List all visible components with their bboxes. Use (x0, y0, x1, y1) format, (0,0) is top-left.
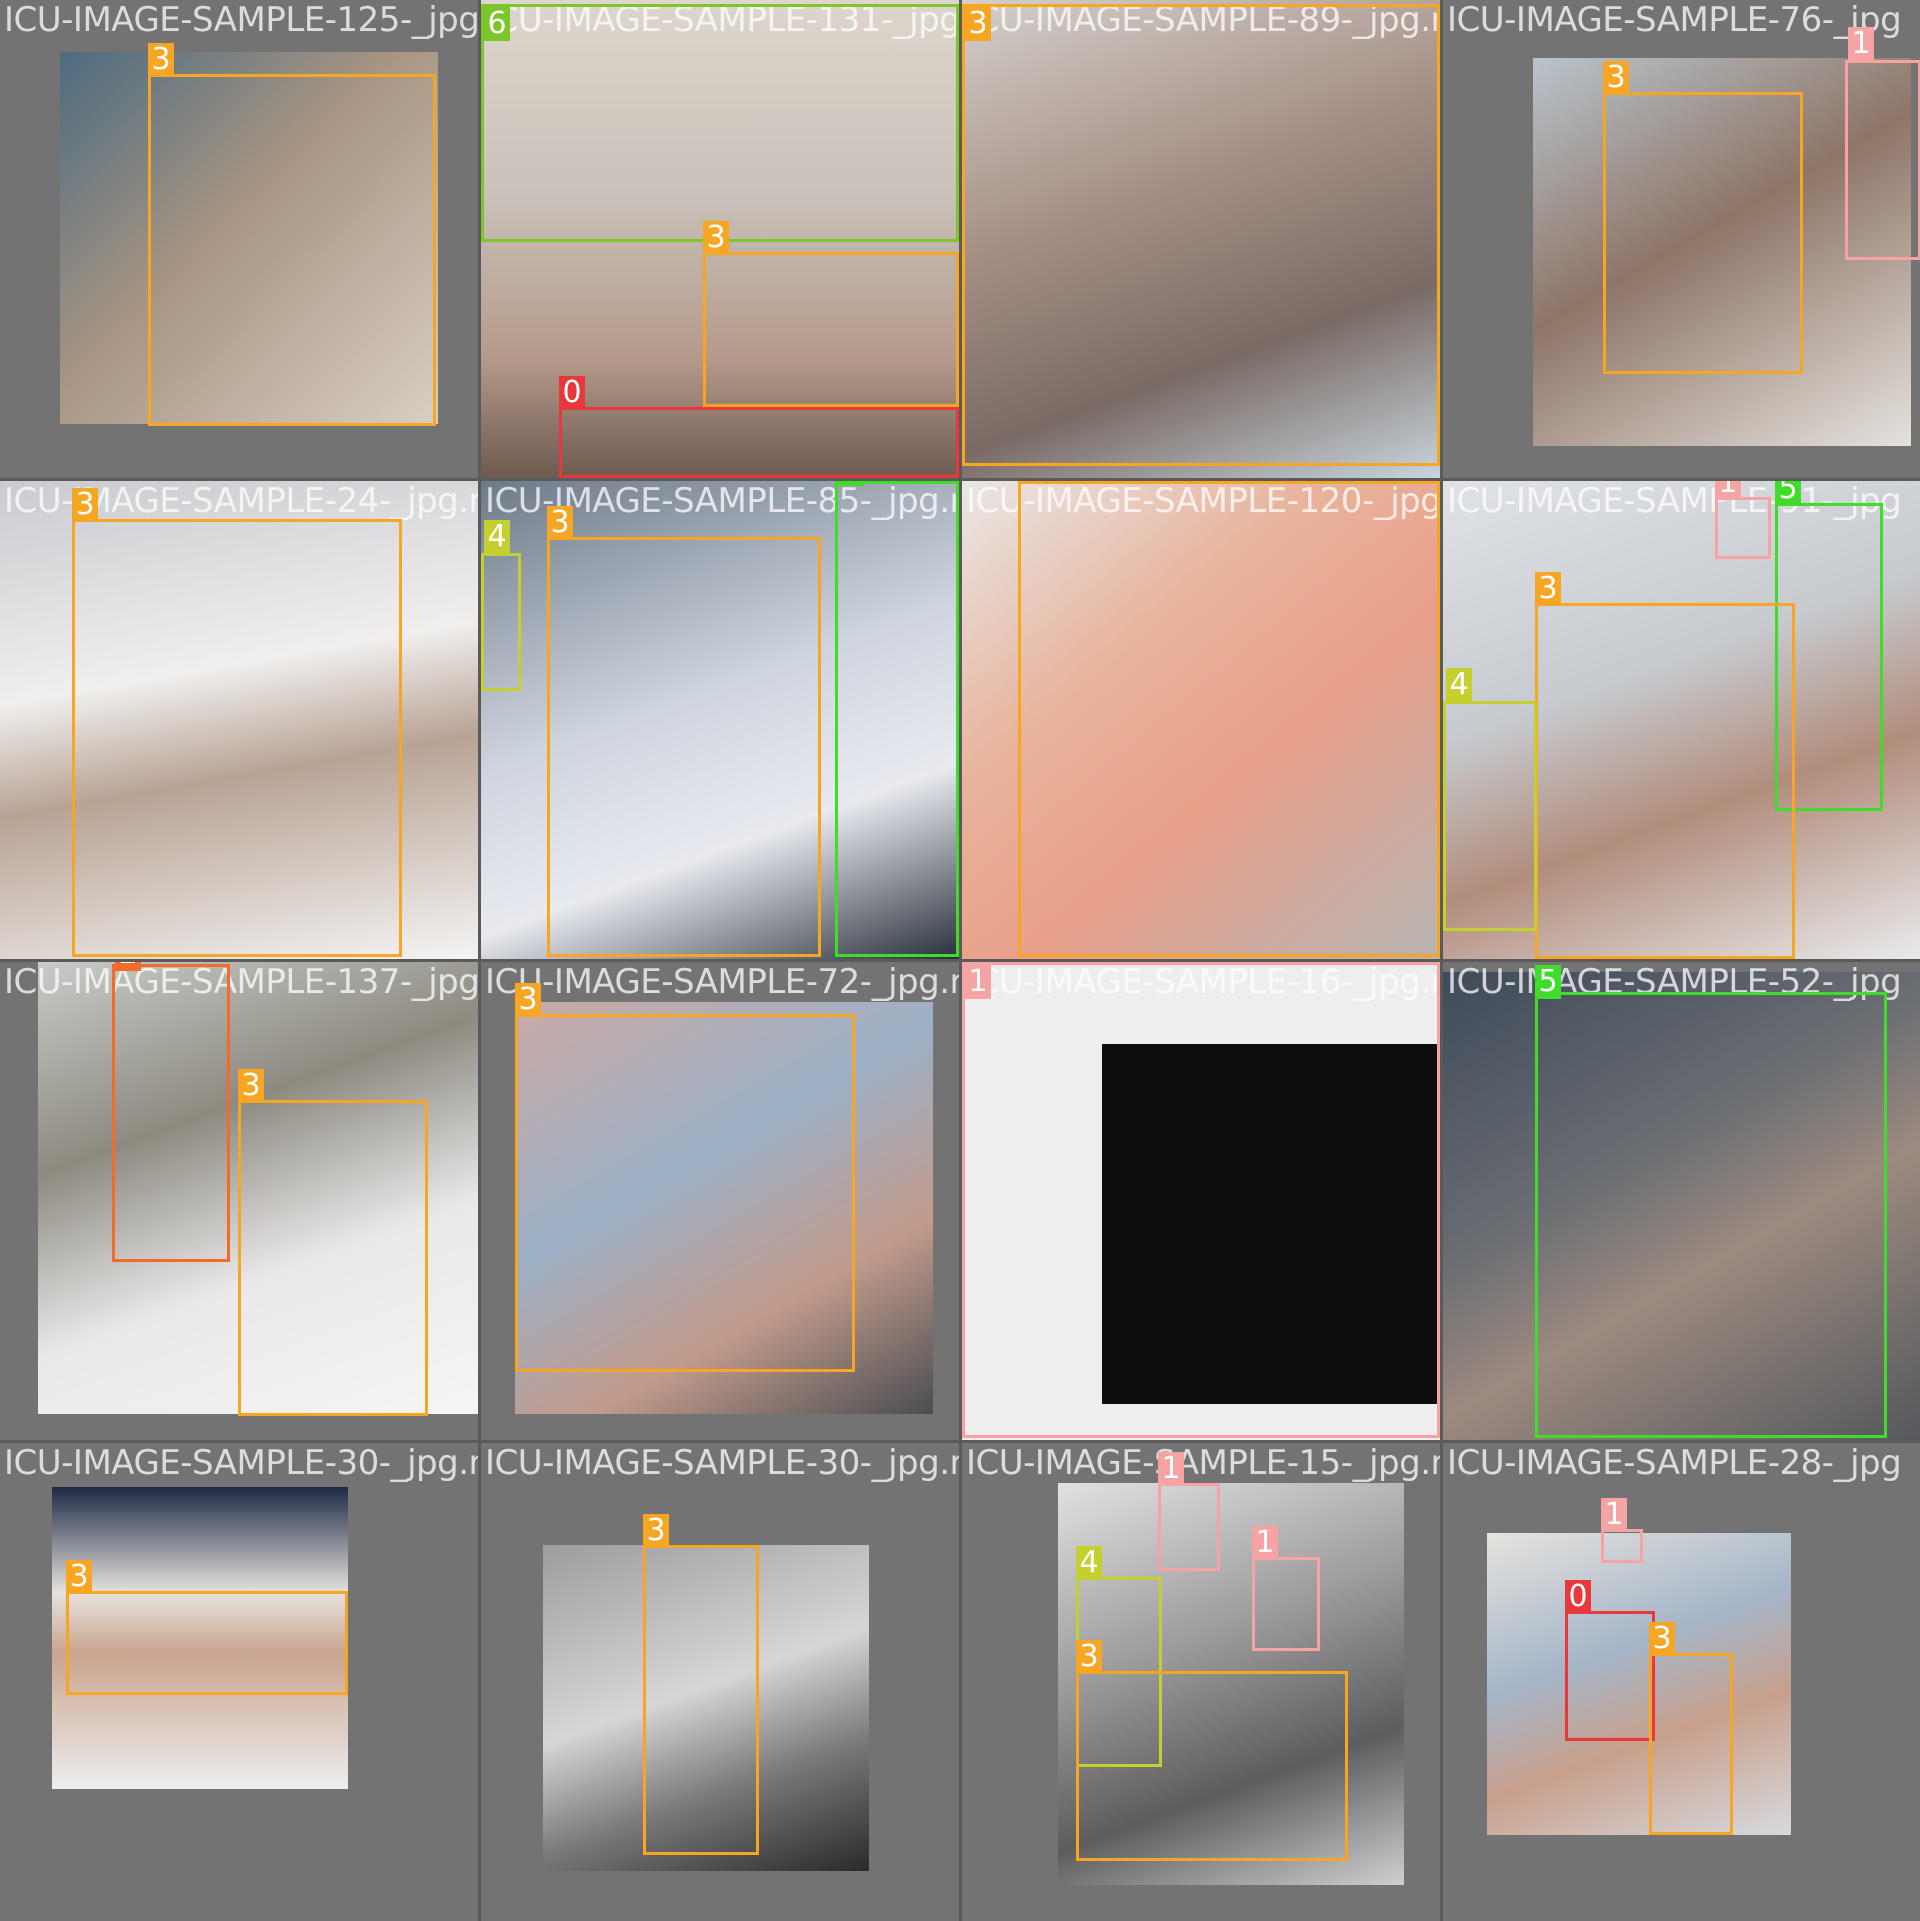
detection-box: 1 (962, 962, 1440, 1438)
tile-title: ICU-IMAGE-SAMPLE-30-_jpg.rf.1fa5c5e84f (4, 1443, 478, 1483)
detection-box: 3 (515, 983, 855, 1372)
detection-box: 3 (547, 506, 821, 957)
photo (543, 1545, 869, 1871)
photo (1443, 481, 1920, 959)
tile-3: ICU-IMAGE-SAMPLE-89-_jpg.rf.2d716780493f… (962, 0, 1440, 478)
photo (481, 481, 959, 959)
class-label: 3 (72, 488, 98, 522)
class-label: 3 (1018, 481, 1044, 482)
photo (60, 52, 438, 424)
class-label: 3 (1603, 61, 1629, 95)
detection-box: 6 (481, 4, 959, 242)
detection-box: 3 (1018, 481, 1440, 957)
tile-title: ICU-IMAGE-SAMPLE-28-_jpg (1447, 1443, 1902, 1483)
tile-5: ICU-IMAGE-SAMPLE-24-_jpg.rf.9e5a5d85d8f6… (0, 481, 478, 959)
detection-box: 4 (481, 520, 521, 691)
monitor-screen (1102, 1044, 1440, 1404)
class-label: 1 (1848, 27, 1874, 61)
class-label: 4 (1446, 668, 1472, 702)
tile-9: ICU-IMAGE-SAMPLE-137-_jpg.rf.5601a9e8a7 … (0, 962, 478, 1440)
detection-box: 0 (1565, 1580, 1655, 1741)
class-label: 5 (838, 481, 864, 486)
tile-12: ICU-IMAGE-SAMPLE-52-_jpg 5 (1443, 962, 1920, 1440)
tile-2: ICU-IMAGE-SAMPLE-131-_jpg.rf.5bd1c96e5b4… (481, 0, 959, 478)
detection-box: 2 (112, 962, 230, 1262)
class-label: 1 (1715, 481, 1741, 500)
tile-14: ICU-IMAGE-SAMPLE-30-_jpg.rf.af20534c9172… (481, 1443, 959, 1921)
detection-box: 1 (1158, 1452, 1220, 1571)
class-label: 3 (66, 1560, 92, 1594)
detection-box: 3 (962, 4, 1440, 466)
detection-box: 4 (1443, 668, 1537, 931)
detection-box: 3 (703, 221, 959, 407)
tile-title: ICU-IMAGE-SAMPLE-15-_jpg.rf.1f3ddf8b4186… (966, 1443, 1440, 1483)
detection-box: 3 (72, 488, 402, 957)
class-label: 3 (515, 983, 541, 1017)
class-label: 0 (559, 376, 585, 410)
detection-box: 5 (835, 481, 959, 957)
class-label: 5 (1775, 481, 1801, 506)
class-label: 3 (1649, 1622, 1675, 1656)
class-label: 0 (1565, 1580, 1591, 1614)
tile-11: ICU-IMAGE-SAMPLE-16-_jpg.rf.8f0eb4193a15… (962, 962, 1440, 1440)
tile-1: ICU-IMAGE-SAMPLE-125-_jpg.rf.b6fabe3a4a4… (0, 0, 478, 478)
detection-box: 1 (1252, 1526, 1320, 1651)
tile-15: ICU-IMAGE-SAMPLE-15-_jpg.rf.1f3ddf8b4186… (962, 1443, 1440, 1921)
tile-13: ICU-IMAGE-SAMPLE-30-_jpg.rf.1fa5c5e84f 3 (0, 1443, 478, 1921)
class-label: 3 (703, 221, 729, 255)
detection-box: 3 (1535, 572, 1795, 959)
tile-title: ICU-IMAGE-SAMPLE-72-_jpg.rf.e1a3d1ff9b (485, 962, 959, 1002)
detection-box: 5 (1775, 481, 1883, 811)
detection-box: 3 (238, 1069, 428, 1416)
class-label: 3 (1076, 1640, 1102, 1674)
detection-box: 3 (66, 1560, 348, 1695)
tile-8: ICU-IMAGE-SAMPLE-91-_jpg 1 5 3 4 (1443, 481, 1920, 959)
photo (962, 481, 1440, 959)
class-label: 3 (238, 1069, 264, 1103)
photo (52, 1487, 348, 1789)
photo (962, 0, 1440, 478)
detection-box: 3 (1649, 1622, 1733, 1835)
tile-10: ICU-IMAGE-SAMPLE-72-_jpg.rf.e1a3d1ff9b 3 (481, 962, 959, 1440)
class-label: 3 (965, 7, 991, 41)
photo (1487, 1533, 1791, 1835)
class-label: 3 (1535, 572, 1561, 606)
photo (1533, 58, 1911, 446)
class-label: 4 (484, 520, 510, 554)
detection-box: 5 (1535, 965, 1887, 1438)
photo (0, 481, 478, 959)
detection-box: 3 (1603, 61, 1803, 374)
class-label: 1 (1158, 1452, 1184, 1486)
tile-title: ICU-IMAGE-SAMPLE-125-_jpg.rf.b6fabe3a4a4… (4, 0, 478, 40)
detection-box: 1 (1845, 27, 1920, 260)
class-label: 3 (547, 506, 573, 540)
tile-16: ICU-IMAGE-SAMPLE-28-_jpg 1 0 3 (1443, 1443, 1920, 1921)
tile-6: ICU-IMAGE-SAMPLE-85-_jpg.rf.9a8c1b2c3f5e… (481, 481, 959, 959)
class-label: 1 (965, 965, 991, 999)
detection-box: 3 (1076, 1640, 1348, 1861)
tile-title: ICU-IMAGE-SAMPLE-76-_jpg (1447, 0, 1902, 40)
photo (1443, 972, 1920, 1440)
class-label: 4 (1076, 1546, 1102, 1580)
class-label: 3 (148, 43, 174, 77)
class-label: 3 (643, 1514, 669, 1548)
photo (515, 1002, 933, 1414)
class-label: 2 (115, 962, 141, 971)
photo (38, 962, 478, 1414)
tile-7: ICU-IMAGE-SAMPLE-120-_jpg.rf.7aa3a1c9f1b… (962, 481, 1440, 959)
detection-box: 1 (1715, 481, 1771, 559)
detection-box: 0 (559, 376, 959, 478)
tile-4: ICU-IMAGE-SAMPLE-76-_jpg 1 3 (1443, 0, 1920, 478)
detection-box: 3 (148, 43, 436, 426)
class-label: 1 (1601, 1498, 1627, 1532)
tile-title: ICU-IMAGE-SAMPLE-30-_jpg.rf.af20534c9172 (485, 1443, 959, 1483)
class-label: 6 (484, 7, 510, 41)
detection-box: 3 (643, 1514, 759, 1855)
class-label: 1 (1252, 1526, 1278, 1560)
detection-box: 1 (1601, 1498, 1643, 1563)
class-label: 5 (1535, 965, 1561, 999)
